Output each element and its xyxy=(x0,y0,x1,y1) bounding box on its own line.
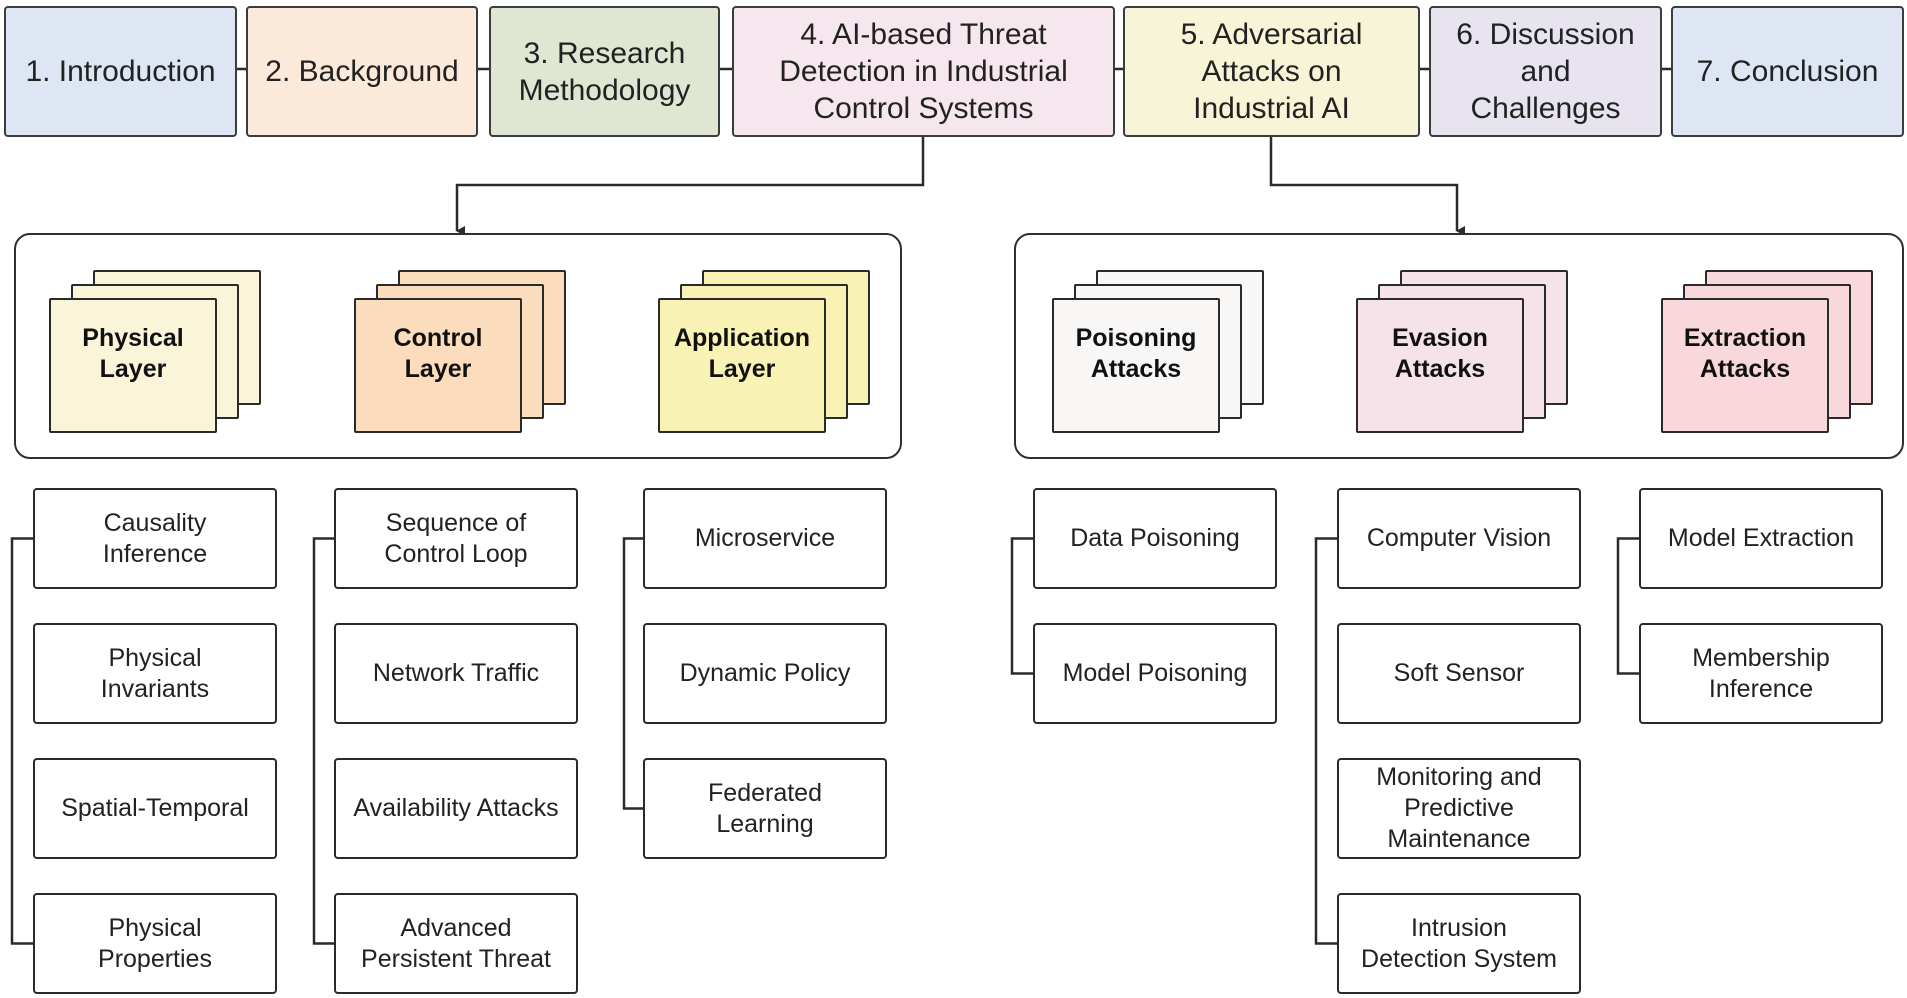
bracket-control-layer xyxy=(312,537,334,945)
leaf-microservice: Microservice xyxy=(643,488,887,589)
document-sheet-icon xyxy=(1661,298,1829,433)
leaf-model-poisoning: Model Poisoning xyxy=(1033,623,1277,724)
category-label: Physical Layer xyxy=(82,324,184,383)
document-sheet-icon xyxy=(1052,298,1220,433)
section-box-2: 2. Background xyxy=(246,6,478,137)
document-sheet-icon xyxy=(658,298,826,433)
leaf-data-poisoning: Data Poisoning xyxy=(1033,488,1277,589)
document-sheet-icon xyxy=(49,298,217,433)
detection-group-arrow xyxy=(455,137,925,236)
section-box-5: 5. Adversarial Attacks on Industrial AI xyxy=(1123,6,1420,137)
leaf-dynamic-policy: Dynamic Policy xyxy=(643,623,887,724)
bracket-application-layer xyxy=(622,537,643,810)
bracket-evasion-attacks xyxy=(1314,537,1337,945)
leaf-sequence-of-control-loop: Sequence of Control Loop xyxy=(334,488,578,589)
category-physical-layer-stack: Physical Layer xyxy=(49,270,261,435)
leaf-physical-invariants: Physical Invariants xyxy=(33,623,277,724)
category-extraction-attacks-stack: Extraction Attacks xyxy=(1661,270,1873,435)
category-application-layer-stack: Application Layer xyxy=(658,270,870,435)
category-label: Poisoning Attacks xyxy=(1075,324,1197,383)
bracket-extraction-attacks xyxy=(1616,537,1639,675)
category-label: Extraction Attacks xyxy=(1683,324,1807,383)
category-label: Application Layer xyxy=(673,324,811,383)
section-box-3: 3. Research Methodology xyxy=(489,6,720,137)
leaf-availability-attacks: Availability Attacks xyxy=(334,758,578,859)
attacks-group-arrow xyxy=(1269,137,1465,236)
category-label: Control Layer xyxy=(393,324,483,383)
leaf-soft-sensor: Soft Sensor xyxy=(1337,623,1581,724)
section-box-7: 7. Conclusion xyxy=(1671,6,1904,137)
category-evasion-attacks-stack: Evasion Attacks xyxy=(1356,270,1568,435)
leaf-network-traffic: Network Traffic xyxy=(334,623,578,724)
leaf-causality-inference: Causality Inference xyxy=(33,488,277,589)
leaf-membership-inference: Membership Inference xyxy=(1639,623,1883,724)
leaf-model-extraction: Model Extraction xyxy=(1639,488,1883,589)
section-box-1: 1. Introduction xyxy=(4,6,237,137)
leaf-physical-properties: Physical Properties xyxy=(33,893,277,994)
document-sheet-icon xyxy=(1356,298,1524,433)
section-box-4: 4. AI-based Threat Detection in Industri… xyxy=(732,6,1115,137)
leaf-spatial-temporal: Spatial-Temporal xyxy=(33,758,277,859)
document-sheet-icon xyxy=(354,298,522,433)
leaf-intrusion-detection-system: Intrusion Detection System xyxy=(1337,893,1581,994)
category-poisoning-attacks-stack: Poisoning Attacks xyxy=(1052,270,1264,435)
leaf-federated-learning: Federated Learning xyxy=(643,758,887,859)
leaf-advanced-persistent-threat: Advanced Persistent Threat xyxy=(334,893,578,994)
leaf-computer-vision: Computer Vision xyxy=(1337,488,1581,589)
leaf-monitoring-and-predictive-maintenance: Monitoring and Predictive Maintenance xyxy=(1337,758,1581,859)
category-control-layer-stack: Control Layer xyxy=(354,270,566,435)
section-box-6: 6. Discussion and Challenges xyxy=(1429,6,1662,137)
bracket-physical-layer xyxy=(10,537,33,945)
bracket-poisoning-attacks xyxy=(1010,537,1033,675)
category-label: Evasion Attacks xyxy=(1392,324,1488,383)
